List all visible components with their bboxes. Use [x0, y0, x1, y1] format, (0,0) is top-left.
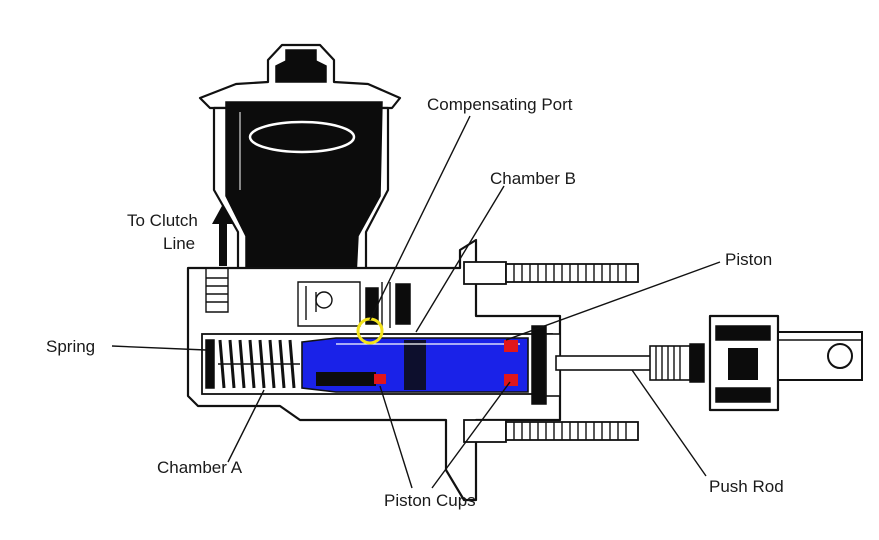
upper-mounting-stud — [463, 261, 639, 285]
label-to-clutch-line-1: To Clutch — [127, 211, 198, 230]
labels: Compensating Port Chamber B To Clutch Li… — [46, 95, 784, 510]
label-piston-cups: Piston Cups — [384, 491, 476, 510]
label-compensating-port: Compensating Port — [427, 95, 573, 114]
label-to-clutch-line-2: Line — [163, 234, 195, 253]
piston-cup-secondary-bottom — [504, 374, 518, 386]
piston-cup-primary — [374, 374, 386, 384]
piston-cup-secondary-top — [504, 340, 518, 352]
label-chamber-a: Chamber A — [157, 458, 243, 477]
return-spring — [205, 339, 302, 389]
label-spring: Spring — [46, 337, 95, 356]
reservoir-cap — [275, 59, 327, 83]
fluid-direction-arrow-icon — [212, 204, 234, 266]
label-chamber-b: Chamber B — [490, 169, 576, 188]
lower-mounting-stud — [463, 419, 639, 443]
fluid-reservoir — [198, 43, 402, 278]
push-rod-assembly — [531, 314, 863, 412]
label-piston: Piston — [725, 250, 772, 269]
leader-lines — [111, 115, 721, 489]
label-push-rod: Push Rod — [709, 477, 784, 496]
piston — [301, 337, 529, 393]
